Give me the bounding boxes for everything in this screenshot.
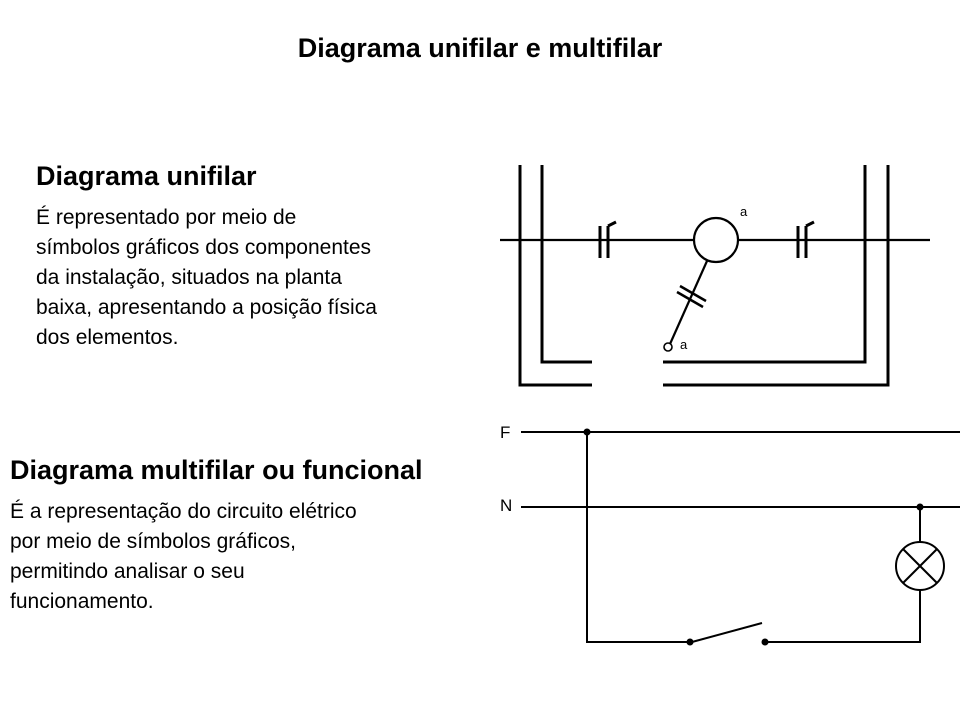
phase-label: F bbox=[500, 423, 510, 442]
switch-contact-right bbox=[761, 638, 769, 646]
wall-right-inner bbox=[663, 165, 867, 364]
switch-blade bbox=[691, 622, 763, 643]
wall-left-inner bbox=[540, 165, 592, 364]
switch-wire-ticks bbox=[676, 284, 707, 309]
switch-label: a bbox=[680, 337, 688, 352]
multifilar-diagram: F N bbox=[500, 423, 960, 646]
unifilar-heading: Diagrama unifilar bbox=[36, 161, 257, 191]
switch-contact-left bbox=[686, 638, 694, 646]
unifilar-description: É representado por meio de símbolos gráf… bbox=[36, 206, 377, 349]
wall-left bbox=[518, 165, 592, 387]
phase-drop-wire bbox=[586, 432, 688, 643]
page-title: Diagrama unifilar e multifilar bbox=[297, 33, 663, 63]
junction-dot-phase bbox=[583, 428, 591, 436]
junction-dot-neutral bbox=[916, 503, 924, 511]
neutral-label: N bbox=[500, 496, 512, 515]
wall-right bbox=[663, 165, 890, 387]
unifilar-diagram: a a bbox=[500, 165, 930, 387]
switch-wire bbox=[668, 260, 709, 345]
lamp-symbol bbox=[692, 216, 740, 264]
lamp-x-symbol bbox=[895, 541, 945, 591]
switch-symbol bbox=[663, 342, 673, 352]
lamp-label: a bbox=[740, 204, 748, 219]
multifilar-description: É a representação do circuito elétrico p… bbox=[10, 500, 357, 613]
outlet-symbol-right bbox=[796, 220, 815, 258]
multifilar-heading: Diagrama multifilar ou funcional bbox=[10, 455, 423, 485]
outlet-symbol-left bbox=[598, 220, 617, 258]
return-wire bbox=[766, 590, 921, 643]
